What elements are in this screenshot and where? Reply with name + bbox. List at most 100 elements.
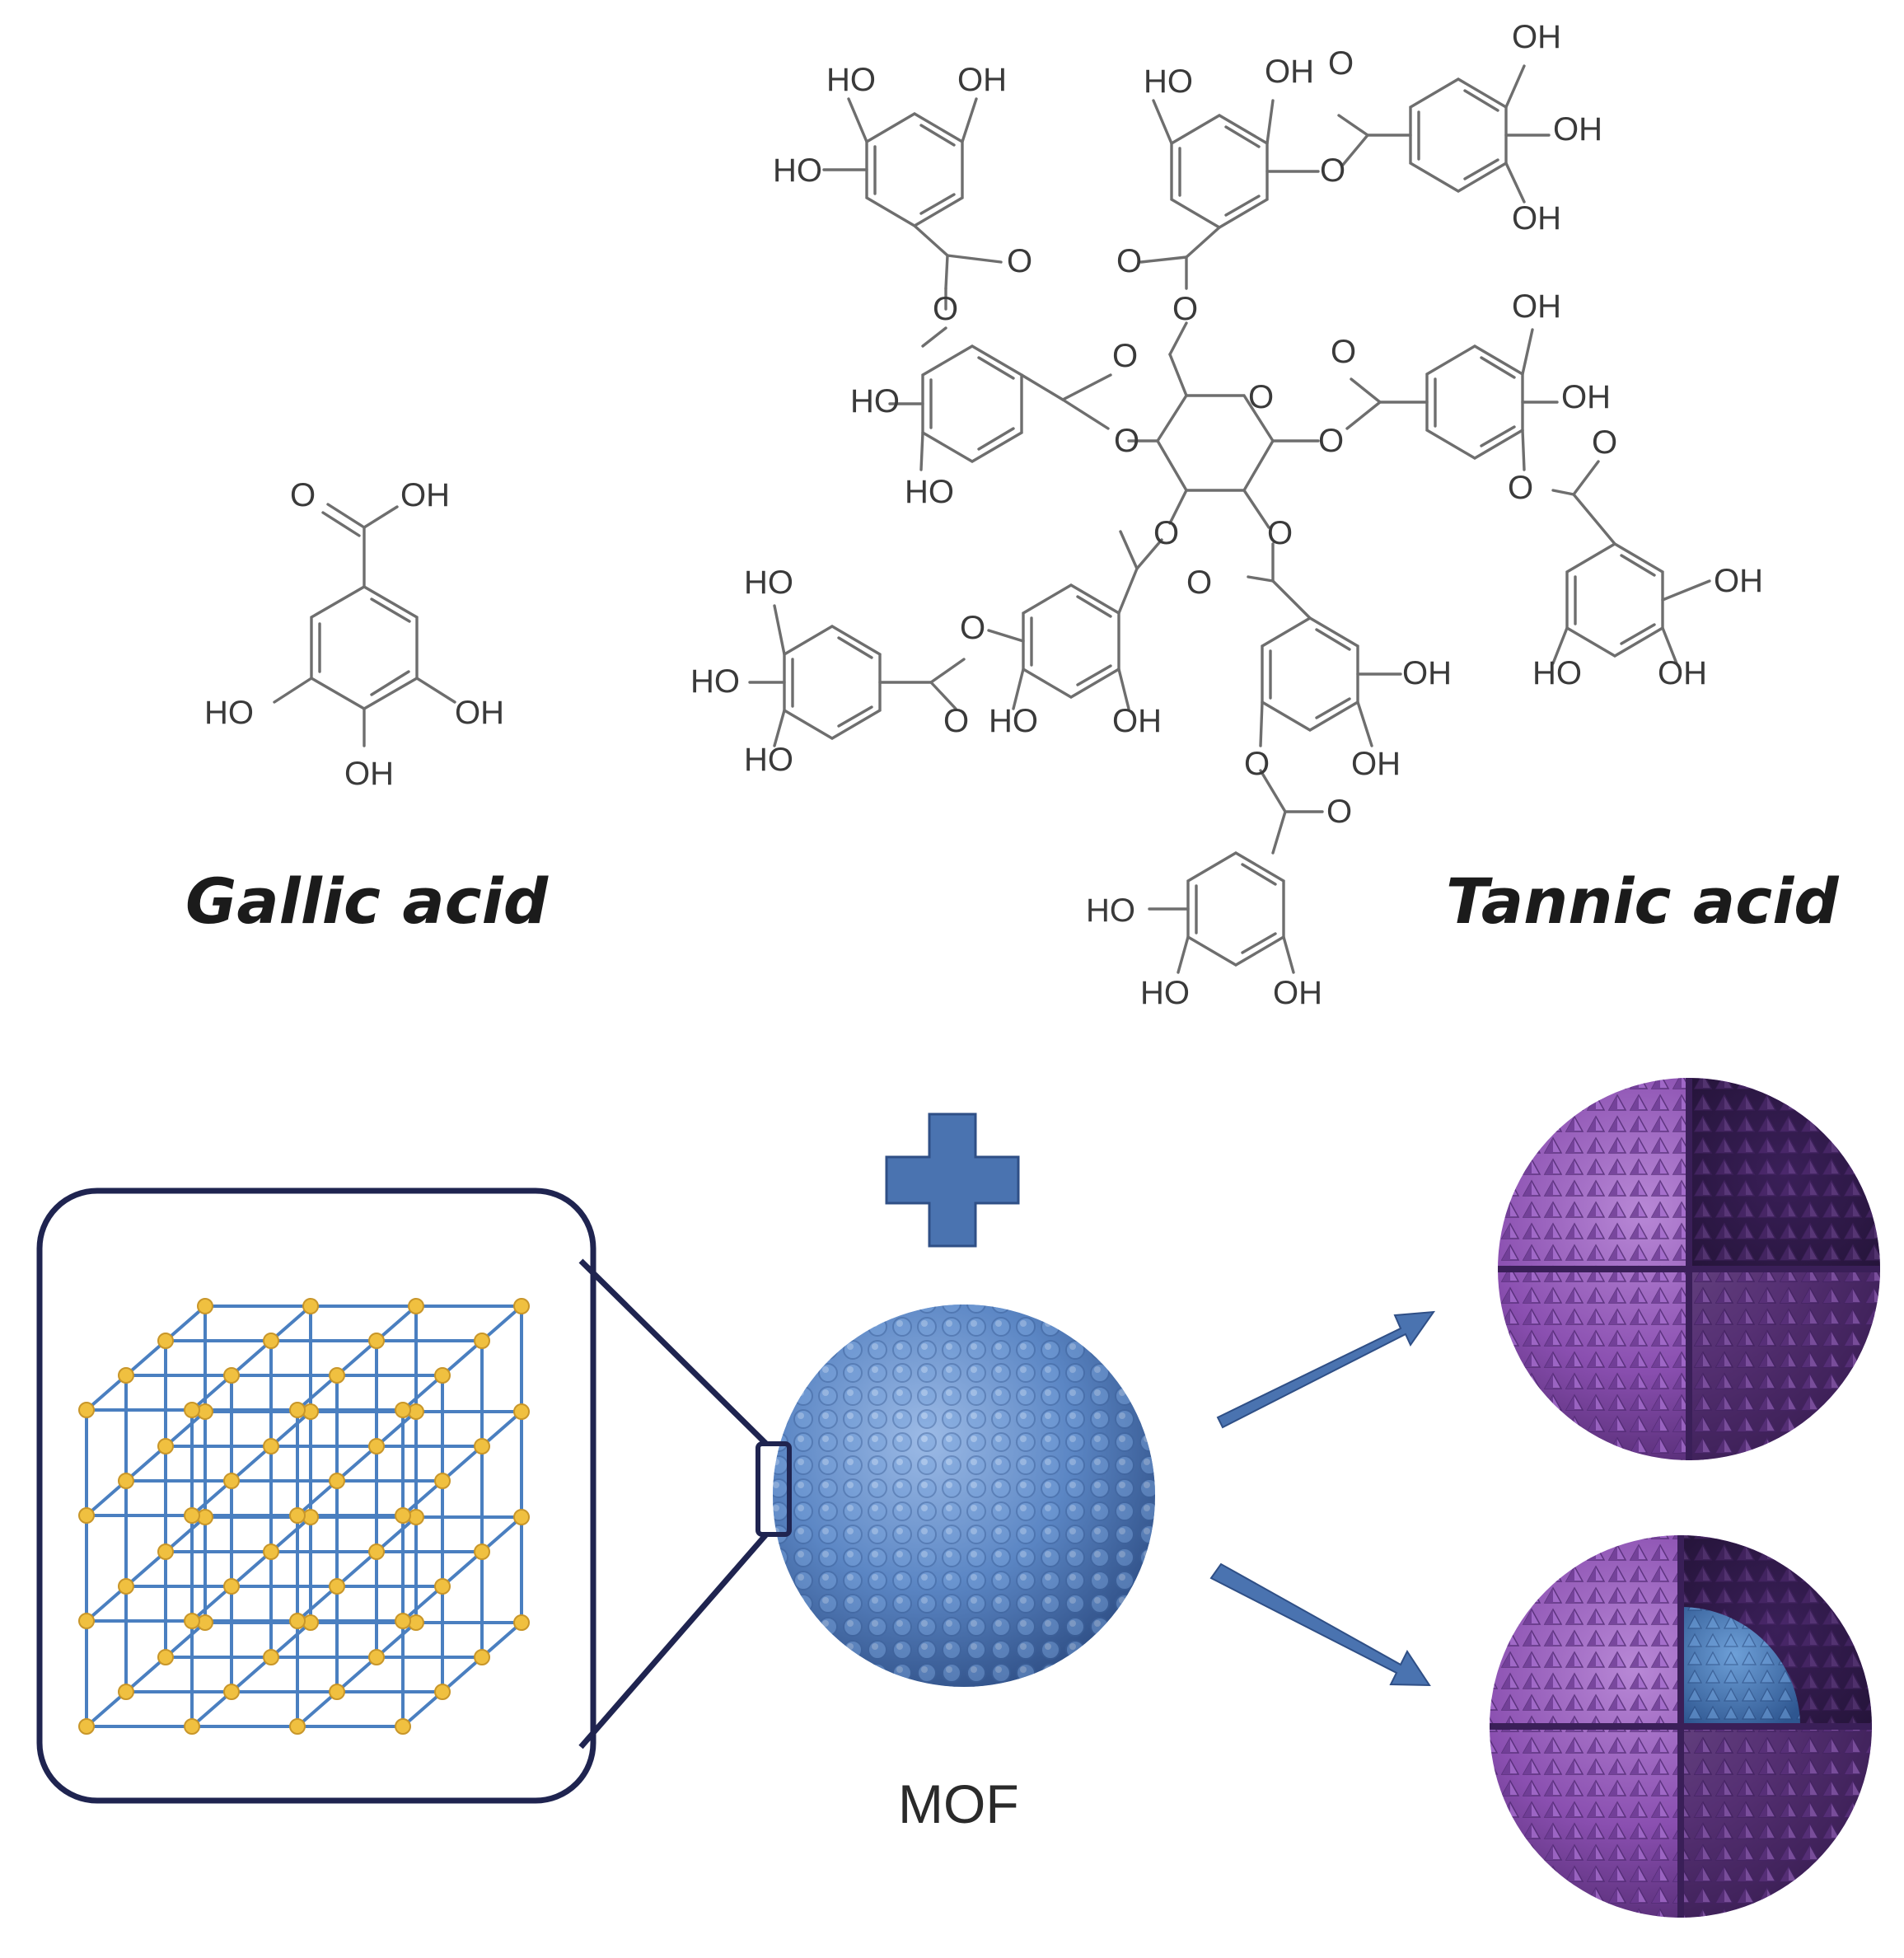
- lattice-node: [302, 1298, 319, 1314]
- lattice-edge: [269, 1621, 312, 1659]
- ta-oh-bm-b: OH: [1351, 746, 1401, 782]
- lattice-node: [395, 1613, 411, 1629]
- lattice-node: [289, 1507, 306, 1524]
- ta-o-ml: O: [933, 291, 958, 327]
- lattice-edge: [164, 1515, 207, 1553]
- ta-oh-bl: OH: [1112, 703, 1162, 739]
- mof-lattice-inset: [36, 1187, 769, 1804]
- lattice-node: [329, 1684, 345, 1700]
- lattice-edge: [401, 1585, 444, 1623]
- zoom-line-bottom: [578, 1532, 769, 1750]
- ta-co-bl: O: [943, 703, 969, 739]
- lattice-edge: [269, 1410, 312, 1448]
- tannic-acid-bonds: [748, 64, 1711, 974]
- ta-co-ml: O: [1112, 338, 1138, 374]
- lattice-node: [434, 1473, 451, 1489]
- lattice-edge: [335, 1656, 378, 1693]
- gallic-acid-title: Gallic acid: [185, 864, 550, 938]
- lattice-node: [513, 1509, 530, 1525]
- mof-label: MOF: [898, 1773, 1019, 1834]
- ta-co-tl: O: [1007, 243, 1032, 279]
- lattice-node: [474, 1333, 490, 1349]
- lattice-edge: [296, 1585, 339, 1623]
- lattice-edge: [190, 1585, 233, 1623]
- lattice-node: [78, 1613, 95, 1629]
- lattice-edge: [124, 1656, 167, 1693]
- lattice-edge: [441, 1550, 484, 1588]
- lattice-node: [395, 1507, 411, 1524]
- ta-ho-bb-b: HO: [1140, 975, 1190, 1011]
- ta-co-tr: O: [1328, 45, 1354, 82]
- ta-co-mr: O: [1331, 334, 1356, 370]
- lattice-edge: [190, 1479, 233, 1517]
- arrow-lower: [1209, 1562, 1431, 1687]
- gallic-oh-right: OH: [455, 695, 504, 731]
- lattice-node: [197, 1298, 213, 1314]
- lattice-node: [329, 1578, 345, 1595]
- lattice-node: [474, 1543, 490, 1560]
- lattice-edge: [230, 1656, 273, 1693]
- ta-ho-ml-b: HO: [905, 474, 954, 510]
- ta-oh-mr-b: OH: [1561, 379, 1611, 415]
- lattice-edge: [296, 1690, 339, 1728]
- gallic-carbonyl-o: O: [290, 477, 316, 513]
- ta-core-o-bl: O: [1153, 515, 1179, 551]
- lattice-node: [263, 1543, 279, 1560]
- lattice-node: [329, 1367, 345, 1384]
- lattice-node: [513, 1403, 530, 1420]
- lattice-edge: [296, 1479, 339, 1517]
- lattice-edge: [441, 1445, 484, 1483]
- mof-sphere: [756, 1305, 1155, 1687]
- gallic-oh-left: HO: [204, 695, 254, 731]
- ta-ho-bl-c: HO: [744, 742, 793, 778]
- lattice-edge: [230, 1339, 273, 1377]
- lattice-node: [368, 1543, 385, 1560]
- tannic-acid-title: Tannic acid: [1446, 864, 1840, 938]
- lattice-node: [157, 1543, 174, 1560]
- lattice-edge: [335, 1550, 378, 1588]
- tannic-acid-structure: HO OH HO O O HO HO O HO OH O O O O O O O…: [690, 19, 1763, 1011]
- lattice-node: [118, 1473, 134, 1489]
- lattice-edge: [230, 1550, 273, 1588]
- ta-o-mr: O: [1508, 470, 1533, 506]
- ta-co-bm: O: [1186, 564, 1212, 601]
- lattice-node: [368, 1333, 385, 1349]
- ta-ho-tm: HO: [1144, 63, 1193, 100]
- lattice-edge: [230, 1445, 273, 1483]
- lattice-node: [184, 1402, 200, 1418]
- lattice-edge: [480, 1515, 523, 1553]
- lattice-node: [184, 1718, 200, 1735]
- lattice-node: [223, 1473, 240, 1489]
- hollow-shell-sphere: [1498, 1078, 1880, 1460]
- lattice-node: [368, 1438, 385, 1454]
- lattice-node: [434, 1367, 451, 1384]
- lattice-edge: [375, 1621, 418, 1659]
- ta-core-o-right: O: [1318, 423, 1344, 459]
- lattice-edge: [85, 1479, 128, 1517]
- lattice-node: [329, 1473, 345, 1489]
- plus-sign: [885, 1112, 1020, 1248]
- ta-oh-fr-b: OH: [1658, 655, 1707, 691]
- ta-o-bm: O: [1244, 746, 1270, 782]
- lattice-edge: [401, 1479, 444, 1517]
- lattice-edge: [480, 1621, 523, 1659]
- lattice-node: [118, 1367, 134, 1384]
- ta-ho-bl-d: HO: [989, 703, 1038, 739]
- ta-co-tm: O: [1116, 243, 1142, 279]
- ta-ho-bb-a: HO: [1086, 892, 1135, 929]
- lattice-node: [263, 1649, 279, 1665]
- lattice-node: [157, 1333, 174, 1349]
- lattice-edge: [85, 1374, 128, 1412]
- lattice-edge: [269, 1515, 312, 1553]
- ta-ho-bl-b: HO: [690, 663, 740, 700]
- lattice-edge: [85, 1690, 128, 1728]
- arrow-upper: [1216, 1310, 1436, 1429]
- ta-oh-tm: OH: [1265, 54, 1314, 90]
- lattice-edge: [401, 1690, 444, 1728]
- gallic-acid-structure: O OH HO OH OH: [204, 477, 504, 792]
- lattice-edge: [164, 1410, 207, 1448]
- zoom-line-top: [578, 1258, 769, 1446]
- lattice-node: [78, 1507, 95, 1524]
- gallic-acid-oh: OH: [400, 477, 450, 513]
- lattice-node: [118, 1578, 134, 1595]
